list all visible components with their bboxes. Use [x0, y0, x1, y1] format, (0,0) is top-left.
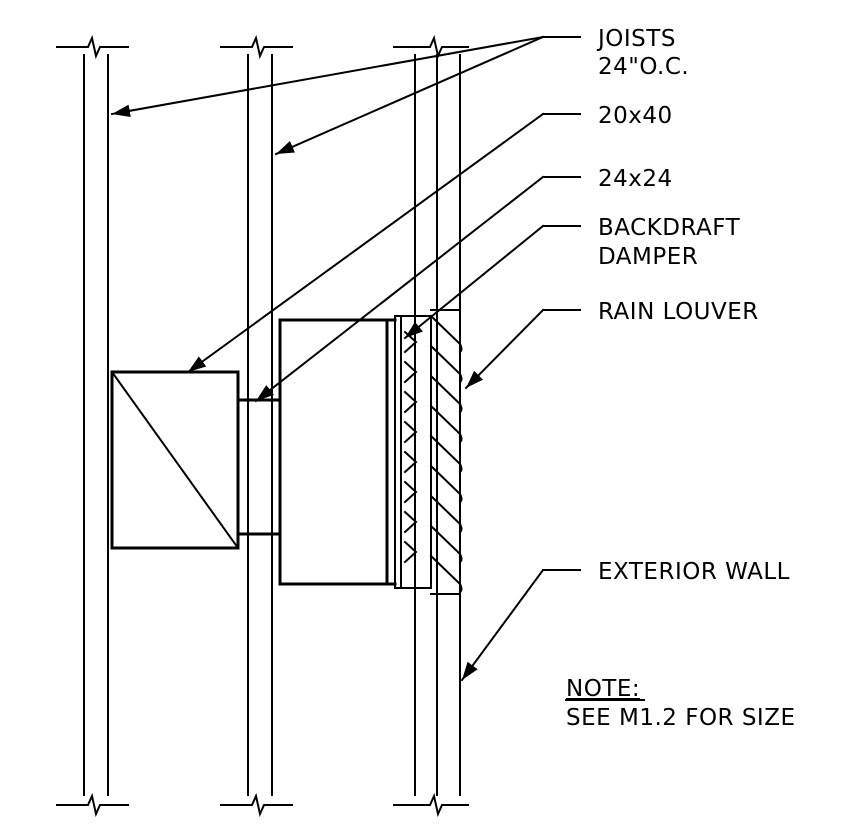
leader-24x24 — [254, 175, 581, 403]
label-joists-line2: 24"O.C. — [598, 54, 689, 80]
duct-20x40 — [110, 370, 240, 550]
note-text: SEE M1.2 FOR SIZE — [566, 705, 796, 731]
leader-backdraft-damper — [403, 224, 581, 340]
duct-24x24 — [236, 398, 282, 536]
joist-1 — [56, 34, 129, 818]
label-damper-line2: DAMPER — [598, 244, 698, 270]
joist-2 — [220, 34, 293, 818]
leader-20x40 — [186, 112, 581, 374]
leader-rain-louver — [464, 308, 581, 390]
label-rain-louver: RAIN LOUVER — [598, 299, 759, 325]
backdraft-damper — [385, 293, 461, 609]
label-exterior-wall: EXTERIOR WALL — [598, 559, 790, 585]
label-damper-line1: BACKDRAFT — [598, 215, 741, 241]
label-joists-line1: JOISTS — [596, 26, 676, 52]
label-duct-20x40: 20x40 — [598, 103, 673, 129]
exterior-wall — [393, 34, 469, 818]
leader-joists — [110, 35, 581, 156]
plenum-box — [278, 318, 389, 586]
leader-exterior-wall — [460, 568, 581, 682]
note-title: NOTE: — [566, 676, 640, 702]
label-duct-24x24: 24x24 — [598, 166, 673, 192]
rain-louver — [429, 314, 463, 594]
